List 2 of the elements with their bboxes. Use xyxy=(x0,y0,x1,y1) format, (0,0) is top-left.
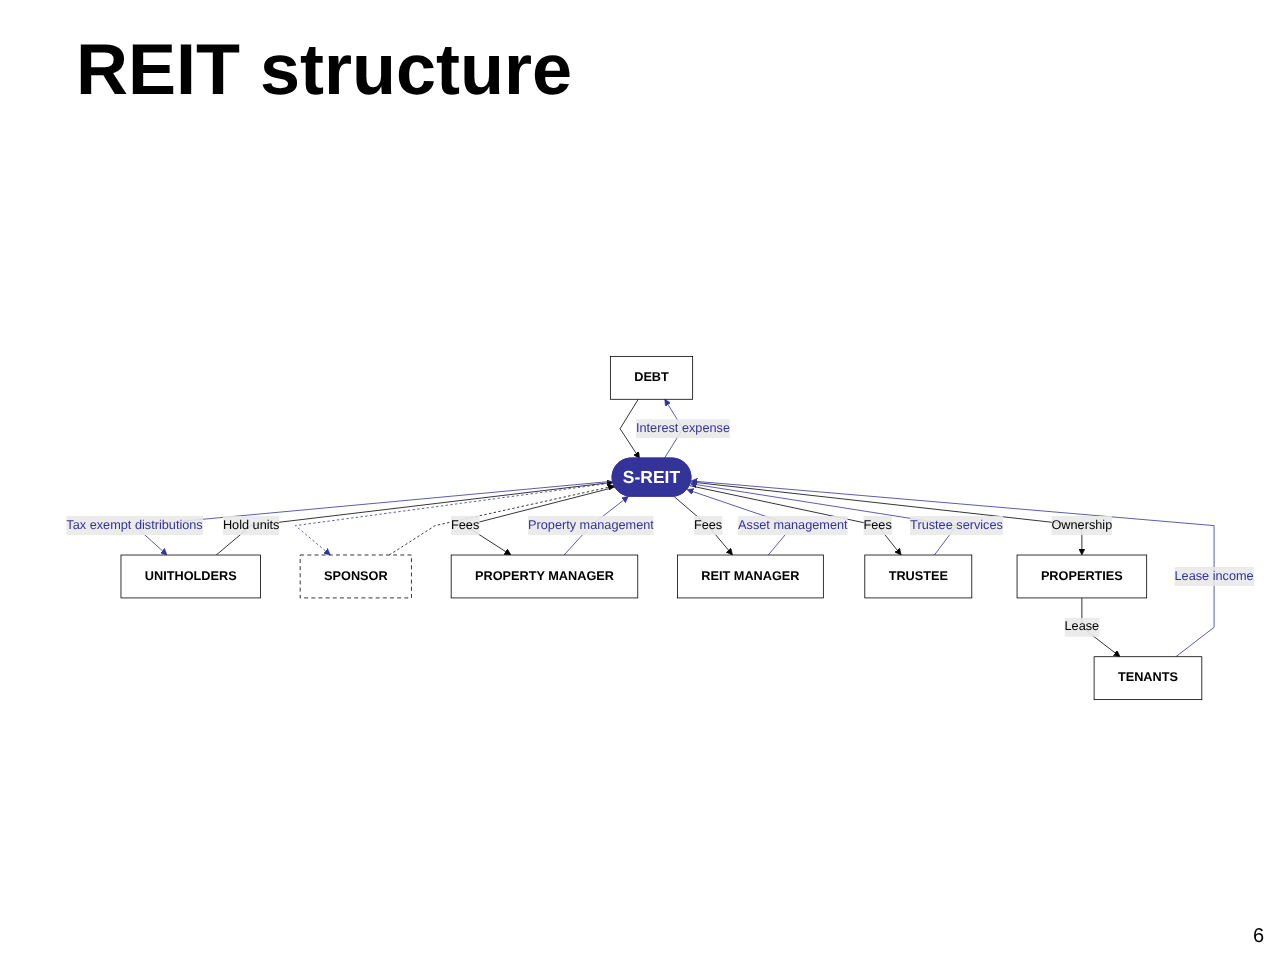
title: REIT structure xyxy=(76,28,573,112)
page-number: 6 xyxy=(1252,926,1264,948)
